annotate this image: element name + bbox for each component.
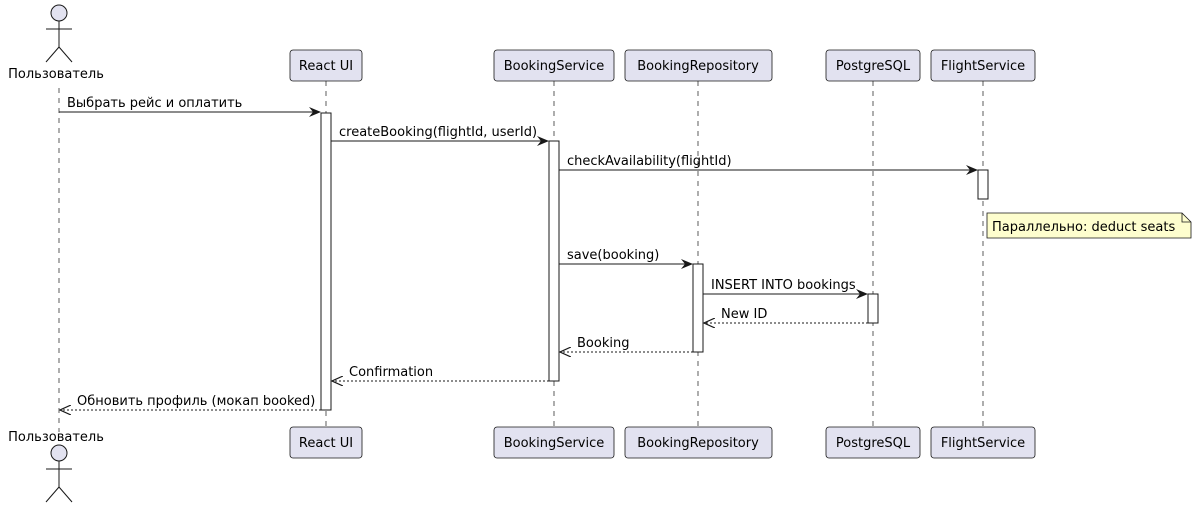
participant-label: BookingService xyxy=(504,59,605,74)
participant-booking-service-top: BookingService xyxy=(493,49,615,82)
message-save-booking: save(booking) xyxy=(559,248,693,269)
participant-booking-repository-bottom: BookingRepository xyxy=(624,426,773,459)
actor-user-bottom: Пользователь xyxy=(8,430,104,503)
message-label: INSERT INTO bookings xyxy=(711,278,856,293)
participant-flight-service-bottom: FlightService xyxy=(930,426,1036,459)
note-parallel: Параллельно: deduct seats xyxy=(986,212,1192,239)
participant-label: BookingService xyxy=(504,436,605,451)
activation-postgresql xyxy=(867,293,879,324)
participant-booking-repository-top: BookingRepository xyxy=(624,49,773,82)
participant-label: FlightService xyxy=(941,59,1025,74)
actor-icon xyxy=(45,4,73,63)
message-booking-return: Booking xyxy=(560,336,693,352)
message-new-id: New ID xyxy=(704,307,868,323)
message-check-availability: checkAvailability(flightId) xyxy=(559,154,978,175)
participant-react-ui-bottom: React UI xyxy=(289,426,363,459)
message-label: Обновить профиль (мокап booked) xyxy=(77,394,315,409)
participant-label: BookingRepository xyxy=(637,59,759,74)
participant-flight-service-top: FlightService xyxy=(930,49,1036,82)
participants-bottom: Пользователь React UI BookingService Boo… xyxy=(8,426,1036,503)
message-update-profile: Обновить профиль (мокап booked) xyxy=(60,394,321,410)
note-fold xyxy=(1181,213,1191,223)
message-label: Confirmation xyxy=(349,365,433,380)
participant-postgresql-bottom: PostgreSQL xyxy=(825,426,921,459)
participant-label: PostgreSQL xyxy=(836,59,911,74)
message-label: New ID xyxy=(721,307,767,322)
note-shape xyxy=(986,212,1192,239)
actor-icon xyxy=(45,444,73,503)
participant-label: BookingRepository xyxy=(637,436,759,451)
message-label: save(booking) xyxy=(567,248,659,263)
message-select-and-pay: Выбрать рейс и оплатить xyxy=(59,96,321,117)
actor-user-top: Пользователь xyxy=(8,4,104,82)
participants-top: Пользователь React UI BookingService Boo… xyxy=(8,4,1036,82)
participant-booking-service-bottom: BookingService xyxy=(493,426,615,459)
participant-label: Пользователь xyxy=(8,67,104,82)
message-insert-into-bookings: INSERT INTO bookings xyxy=(703,278,868,299)
participant-label: PostgreSQL xyxy=(836,436,911,451)
participant-label: React UI xyxy=(299,436,353,451)
message-label: Выбрать рейс и оплатить xyxy=(67,96,242,111)
activation-booking-repository xyxy=(692,263,704,353)
note-text: Параллельно: deduct seats xyxy=(992,220,1175,235)
participant-react-ui-top: React UI xyxy=(289,49,363,82)
message-label: Booking xyxy=(577,336,629,351)
message-label: checkAvailability(flightId) xyxy=(567,154,732,169)
participant-label: Пользователь xyxy=(8,430,104,445)
participant-label: React UI xyxy=(299,59,353,74)
participant-label: FlightService xyxy=(941,436,1025,451)
activation-flight-service xyxy=(977,169,989,200)
message-label: createBooking(flightId, userId) xyxy=(339,125,537,140)
messages: Выбрать рейс и оплатить createBooking(fl… xyxy=(59,96,978,410)
activation-booking-service xyxy=(548,140,560,382)
activations xyxy=(320,112,989,411)
participant-postgresql-top: PostgreSQL xyxy=(825,49,921,82)
message-create-booking: createBooking(flightId, userId) xyxy=(331,125,549,146)
message-confirmation: Confirmation xyxy=(332,365,549,381)
activation-react-ui xyxy=(320,112,332,411)
